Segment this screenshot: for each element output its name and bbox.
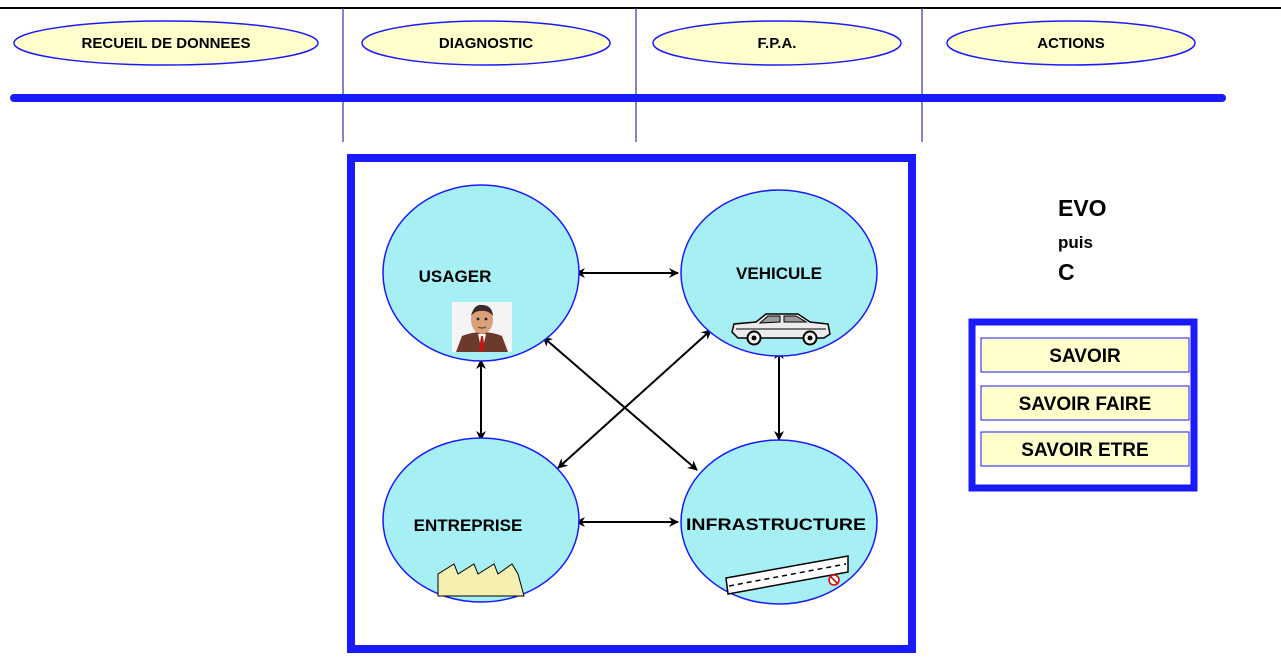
node-label: USAGER xyxy=(419,267,492,286)
skill-savoir-etre: SAVOIR ETRE xyxy=(1021,440,1148,461)
node-label: INFRASTRUCTURE xyxy=(686,515,866,534)
phase-label: RECUEIL DE DONNEES xyxy=(82,35,251,52)
businessman-icon xyxy=(452,302,512,352)
node-infrastructure[interactable]: INFRASTRUCTURE xyxy=(680,439,878,605)
phase-diagnostic[interactable]: DIAGNOSTIC xyxy=(361,20,611,66)
node-vehicule[interactable]: VEHICULE xyxy=(680,189,878,357)
phase-label: F.P.A. xyxy=(758,35,797,52)
phase-fpa[interactable]: F.P.A. xyxy=(652,20,902,66)
phase-label: DIAGNOSTIC xyxy=(439,35,533,52)
node-label: ENTREPRISE xyxy=(414,516,523,535)
node-usager[interactable]: USAGER xyxy=(382,184,580,362)
side-text-evo: EVO xyxy=(1058,195,1107,221)
skill-savoir-faire: SAVOIR FAIRE xyxy=(1019,394,1152,415)
phase-recueil[interactable]: RECUEIL DE DONNEES xyxy=(13,20,319,66)
node-label: VEHICULE xyxy=(736,264,822,283)
car-icon xyxy=(731,313,831,346)
road-icon xyxy=(725,555,849,595)
side-text-c: C xyxy=(1058,259,1075,285)
node-entreprise[interactable]: ENTREPRISE xyxy=(382,437,580,603)
phase-label: ACTIONS xyxy=(1037,35,1105,52)
skills-box: SAVOIR SAVOIR FAIRE SAVOIR ETRE xyxy=(968,318,1198,492)
skill-savoir: SAVOIR xyxy=(1049,346,1121,367)
no-parking-sign-icon xyxy=(828,574,840,586)
phase-actions[interactable]: ACTIONS xyxy=(946,20,1196,66)
factory-icon xyxy=(437,563,525,597)
side-text-puis: puis xyxy=(1058,233,1093,252)
connector-vehicule-entreprise xyxy=(557,329,712,469)
